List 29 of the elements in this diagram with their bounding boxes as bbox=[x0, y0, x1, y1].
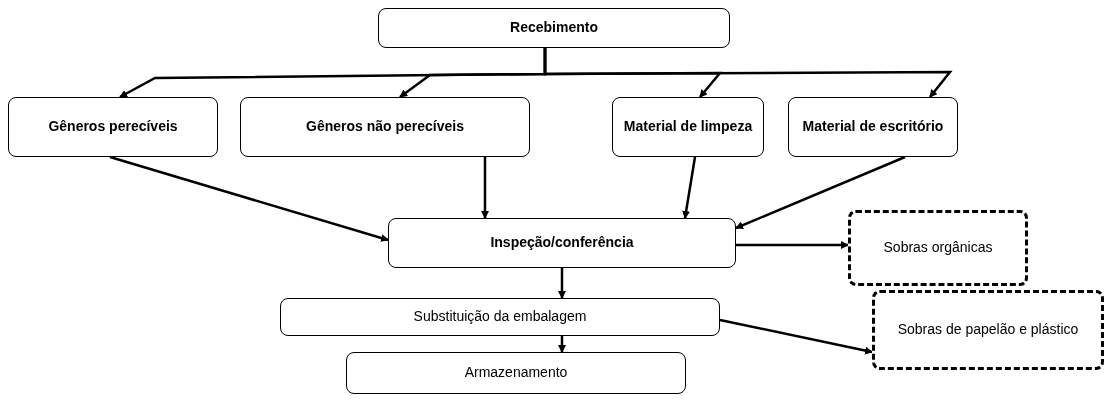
node-label: Recebimento bbox=[510, 19, 598, 37]
arrow bbox=[735, 155, 906, 230]
node-label: Gêneros perecíveis bbox=[48, 118, 178, 136]
arrow bbox=[558, 268, 566, 299]
node-label: Substituição da embalagem bbox=[413, 308, 587, 326]
arrow bbox=[682, 156, 697, 219]
arrow bbox=[109, 155, 389, 242]
arrow bbox=[481, 157, 489, 219]
process-box bbox=[280, 298, 720, 336]
node-label: Sobras orgânicas bbox=[883, 239, 993, 257]
process-box bbox=[788, 97, 958, 157]
node-label: Material de escritório bbox=[802, 118, 944, 136]
node-label: Armazenamento bbox=[464, 364, 568, 382]
waste-box bbox=[848, 210, 1028, 286]
arrow bbox=[719, 318, 873, 355]
node-label: Gêneros não perecíveis bbox=[306, 118, 464, 136]
node-label: Material de limpeza bbox=[623, 118, 753, 136]
arrow bbox=[543, 48, 953, 98]
process-box bbox=[388, 218, 736, 268]
node-label: Sobras de papelão e plástico bbox=[897, 321, 1079, 339]
node-label: Inspeção/conferência bbox=[490, 234, 634, 252]
process-box bbox=[378, 8, 730, 48]
process-box bbox=[346, 352, 686, 394]
process-box bbox=[8, 97, 218, 157]
waste-box bbox=[872, 290, 1104, 370]
process-box bbox=[240, 97, 530, 157]
arrow bbox=[736, 241, 849, 249]
arrow bbox=[558, 336, 566, 353]
process-box bbox=[612, 97, 764, 157]
